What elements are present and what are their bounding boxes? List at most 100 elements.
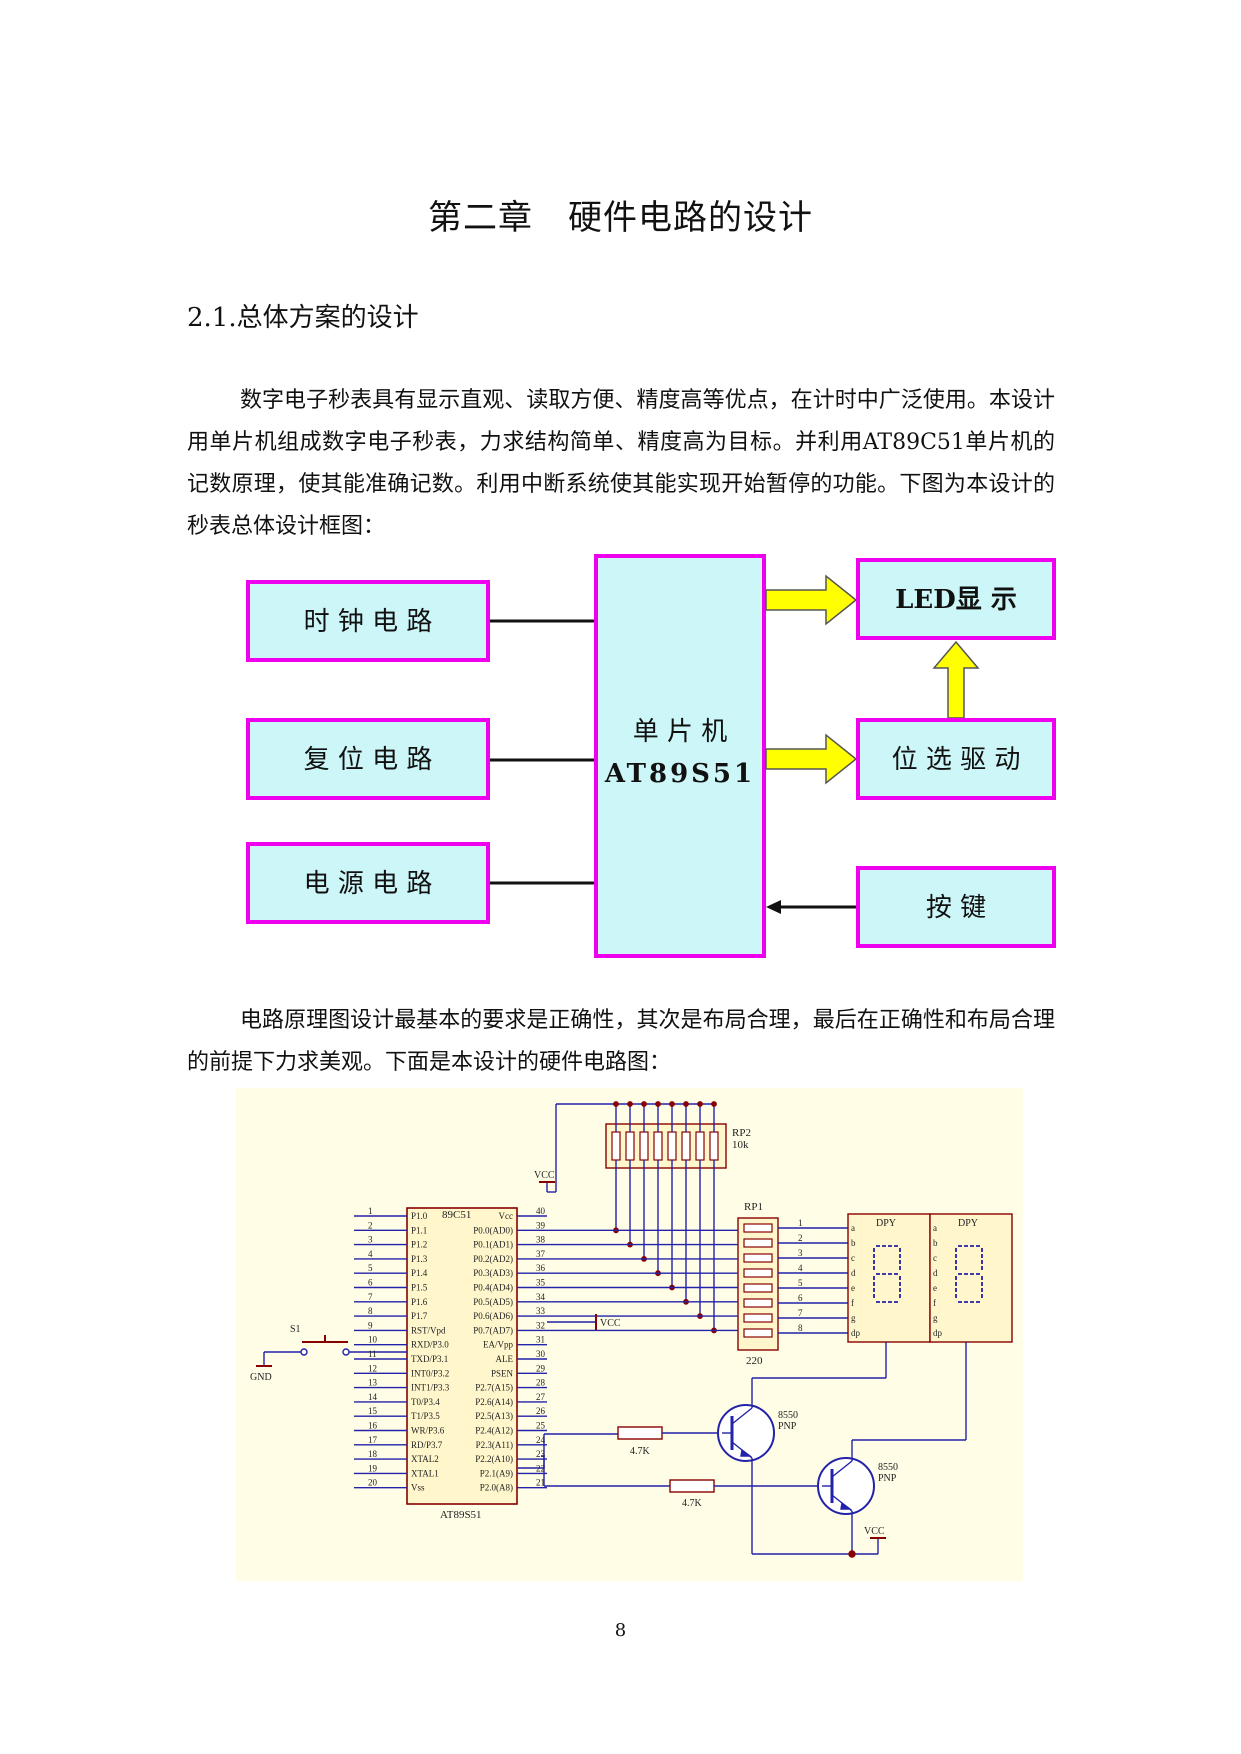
- mcu-left-pin-name: TXD/P3.1: [411, 1354, 448, 1364]
- mcu-left-pin-number: 18: [368, 1449, 378, 1459]
- mcu-right-pin-number: 39: [536, 1220, 546, 1230]
- block-led-label: LED显 示: [895, 585, 1017, 615]
- dpy-label-1: DPY: [876, 1218, 896, 1229]
- mcu-left-pin-name: P1.0: [411, 1211, 428, 1221]
- mcu-right-pin-number: 32: [536, 1320, 545, 1330]
- rp1-resistor: [743, 1223, 773, 1233]
- mcu-right-pin-name: Vcc: [499, 1211, 514, 1221]
- block-led: LED显 示: [856, 558, 1056, 640]
- display1-segment-letter: e: [851, 1283, 855, 1293]
- display1-segment-letter: b: [851, 1238, 856, 1248]
- mcu-right-pin-number: 25: [536, 1421, 546, 1431]
- display2-segment-letter: g: [933, 1313, 938, 1323]
- rp2-resistor: [667, 1131, 677, 1161]
- display2-segment-letter: e: [933, 1283, 937, 1293]
- q1-type: 8550: [778, 1410, 798, 1421]
- mcu-right-pin-name: P2.3(A11): [476, 1440, 513, 1450]
- display1-segment-letter: g: [851, 1313, 856, 1323]
- mcu-right-pin-name: PSEN: [491, 1368, 514, 1378]
- mcu-left-pin-number: 7: [368, 1292, 373, 1302]
- mcu-left-pin-number: 6: [368, 1278, 373, 1288]
- mcu-left-pin-name: INT0/P3.2: [411, 1368, 449, 1378]
- mcu-left-pin-name: P1.1: [411, 1225, 427, 1235]
- mcu-right-pin-name: P0.4(AD4): [473, 1283, 513, 1293]
- mcu-left-pin-number: 15: [368, 1406, 378, 1416]
- mcu-right-pin-number: 29: [536, 1363, 546, 1373]
- display2-segment-letter: dp: [933, 1328, 943, 1338]
- block-clock-label: 时 钟 电 路: [304, 607, 433, 637]
- mcu-right-pins: [517, 1215, 547, 1489]
- mcu-left-pin-name: XTAL1: [411, 1468, 439, 1478]
- paragraph-schematic: 电路原理图设计最基本的要求是正确性，其次是布局合理，最后在正确性和布局合理的前提…: [187, 1008, 1055, 1075]
- block-diagram: 时 钟 电 路 复 位 电 路 电 源 电 路 单 片 机 AT89S51 LE…: [246, 554, 1056, 958]
- mcu-left-pin-number: 12: [368, 1363, 377, 1373]
- mcu-left-pin-number: 3: [368, 1235, 373, 1245]
- rp2-label: RP2: [732, 1127, 751, 1139]
- chip-name-label: AT89S51: [440, 1509, 482, 1521]
- arrow-keys-head: [766, 900, 781, 914]
- mcu-left-pin-number: 13: [368, 1378, 378, 1388]
- junction-dot: [697, 1101, 703, 1107]
- block-keys: 按 键: [856, 866, 1056, 948]
- rp2-value: 10k: [732, 1139, 749, 1151]
- vcc-label-3: VCC: [864, 1526, 885, 1537]
- mcu-left-pin-name: P1.5: [411, 1283, 428, 1293]
- paragraph-intro: 数字电子秒表具有显示直观、读取方便、精度高等优点，在计时中广泛使用。本设计用单片…: [187, 388, 1055, 539]
- rp2-resistor: [639, 1131, 649, 1161]
- mcu-left-pin-number: 16: [368, 1421, 378, 1431]
- mcu-right-pin-number: 37: [536, 1249, 546, 1259]
- mcu-right-pin-name: P2.5(A13): [475, 1411, 513, 1421]
- chapter-title: 第二章 硬件电路的设计: [428, 198, 813, 238]
- junction-dot: [655, 1101, 661, 1107]
- mcu-left-pin-number: 20: [368, 1478, 378, 1488]
- rp1-resistor: [743, 1268, 773, 1278]
- rp2-resistor: [709, 1131, 719, 1161]
- arrow-mcu-to-driver: [765, 733, 858, 785]
- seven-segment-display-2: [929, 1213, 1013, 1343]
- mcu-left-pin-name: RXD/P3.0: [411, 1340, 449, 1350]
- rp1-resistor: [743, 1313, 773, 1323]
- mcu-left-pin-name: T0/P3.4: [411, 1397, 440, 1407]
- resistor-pack-rp2: [605, 1123, 727, 1169]
- mcu-right-pin-number: 27: [536, 1392, 546, 1402]
- dpy-label-2: DPY: [958, 1218, 978, 1229]
- mcu-right-pin-number: 31: [536, 1335, 545, 1345]
- mcu-right-pin-name: P2.7(A15): [475, 1383, 513, 1393]
- mcu-right-pin-name: ALE: [496, 1354, 514, 1364]
- block-mcu-label: 单 片 机: [633, 717, 728, 747]
- rp2-resistor: [653, 1131, 663, 1161]
- mcu-right-pin-number: 38: [536, 1235, 546, 1245]
- mcu-right-pin-name: P0.1(AD1): [473, 1240, 513, 1250]
- rp1-resistor: [743, 1328, 773, 1338]
- mcu-left-pin-name: P1.6: [411, 1297, 428, 1307]
- block-clock: 时 钟 电 路: [246, 580, 490, 662]
- mcu-left-pin-name: P1.2: [411, 1240, 427, 1250]
- rp2-resistor: [695, 1131, 705, 1161]
- display1-segment-letter: a: [851, 1223, 855, 1233]
- resistor-4k7-2: [669, 1479, 715, 1493]
- block-mcu-model: AT89S51: [604, 759, 755, 789]
- rp2-resistor: [625, 1131, 635, 1161]
- q2-polarity: PNP: [878, 1473, 897, 1484]
- mcu-right-pin-name: P0.5(AD5): [473, 1297, 513, 1307]
- mcu-chip: [406, 1207, 518, 1505]
- display2-segment-letter: d: [933, 1268, 938, 1278]
- seven-segment-display-1: [847, 1213, 931, 1343]
- mcu-right-pin-name: P2.1(A9): [480, 1468, 513, 1478]
- mcu-right-pin-name: P0.3(AD3): [473, 1268, 513, 1278]
- rp2-resistor: [611, 1131, 621, 1161]
- mcu-right-pin-number: 36: [536, 1263, 546, 1273]
- mcu-right-pin-name: P0.7(AD7): [473, 1325, 513, 1335]
- rp1-resistor: [743, 1238, 773, 1248]
- display1-segment-letter: d: [851, 1268, 856, 1278]
- segment-pin-number: 6: [798, 1293, 803, 1303]
- display1-segment-letter: c: [851, 1253, 855, 1263]
- segment-pin-number: 8: [798, 1323, 803, 1333]
- mcu-left-pin-number: 4: [368, 1249, 373, 1259]
- mcu-right-pin-number: 34: [536, 1292, 546, 1302]
- mcu-right-pin-number: 24: [536, 1435, 546, 1445]
- segment-pin-number: 2: [798, 1233, 803, 1243]
- mcu-left-pin-name: WR/P3.6: [411, 1426, 445, 1436]
- mcu-left-pin-name: T1/P3.5: [411, 1411, 440, 1421]
- mcu-left-pin-number: 1: [368, 1206, 373, 1216]
